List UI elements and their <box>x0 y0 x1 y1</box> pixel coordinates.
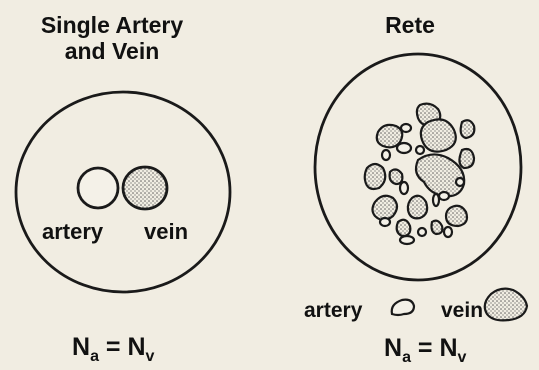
eq-op: = <box>106 333 121 361</box>
rete-artery <box>397 143 411 153</box>
rete-vein <box>421 119 456 151</box>
rete-artery <box>418 228 426 236</box>
rete-vein <box>365 164 386 189</box>
vein-legend-icon <box>485 289 527 321</box>
eq-rhs-sub: v <box>146 348 155 365</box>
rete-artery <box>439 192 449 200</box>
right-equation: Na = Nv <box>384 334 466 367</box>
rete-vein <box>432 221 443 234</box>
left-equation: Na = Nv <box>72 333 154 366</box>
eq-lhs: N <box>72 333 90 361</box>
rete-artery <box>380 218 390 226</box>
rete-vein <box>416 154 464 196</box>
left-artery-circle <box>78 168 118 208</box>
eq-op: = <box>418 334 433 362</box>
rete-vein <box>446 206 467 226</box>
left-artery-label: artery <box>42 219 103 245</box>
eq-lhs-sub: a <box>402 349 411 366</box>
artery-legend-icon <box>392 300 414 315</box>
eq-lhs: N <box>384 334 402 362</box>
eq-rhs: N <box>439 334 457 362</box>
rete-vein <box>397 220 411 236</box>
rete-artery <box>400 182 408 194</box>
eq-rhs-sub: v <box>458 349 467 366</box>
left-vein-label: vein <box>144 219 188 245</box>
rete-vein <box>459 149 474 168</box>
rete-vein <box>461 120 475 138</box>
right-artery-label: artery <box>304 299 362 323</box>
eq-rhs: N <box>127 333 145 361</box>
rete-artery <box>382 150 390 160</box>
rete-artery <box>401 124 411 132</box>
right-vein-label: vein <box>441 299 483 323</box>
rete-vessel-cluster <box>365 104 475 244</box>
rete-artery <box>444 227 452 237</box>
rete-artery <box>400 236 414 244</box>
eq-lhs-sub: a <box>90 348 99 365</box>
rete-artery <box>416 146 424 154</box>
rete-vein <box>373 196 398 220</box>
rete-vein <box>408 196 427 219</box>
rete-artery <box>456 178 464 186</box>
left-vein-blob <box>123 167 167 209</box>
rete-vein <box>390 169 403 184</box>
